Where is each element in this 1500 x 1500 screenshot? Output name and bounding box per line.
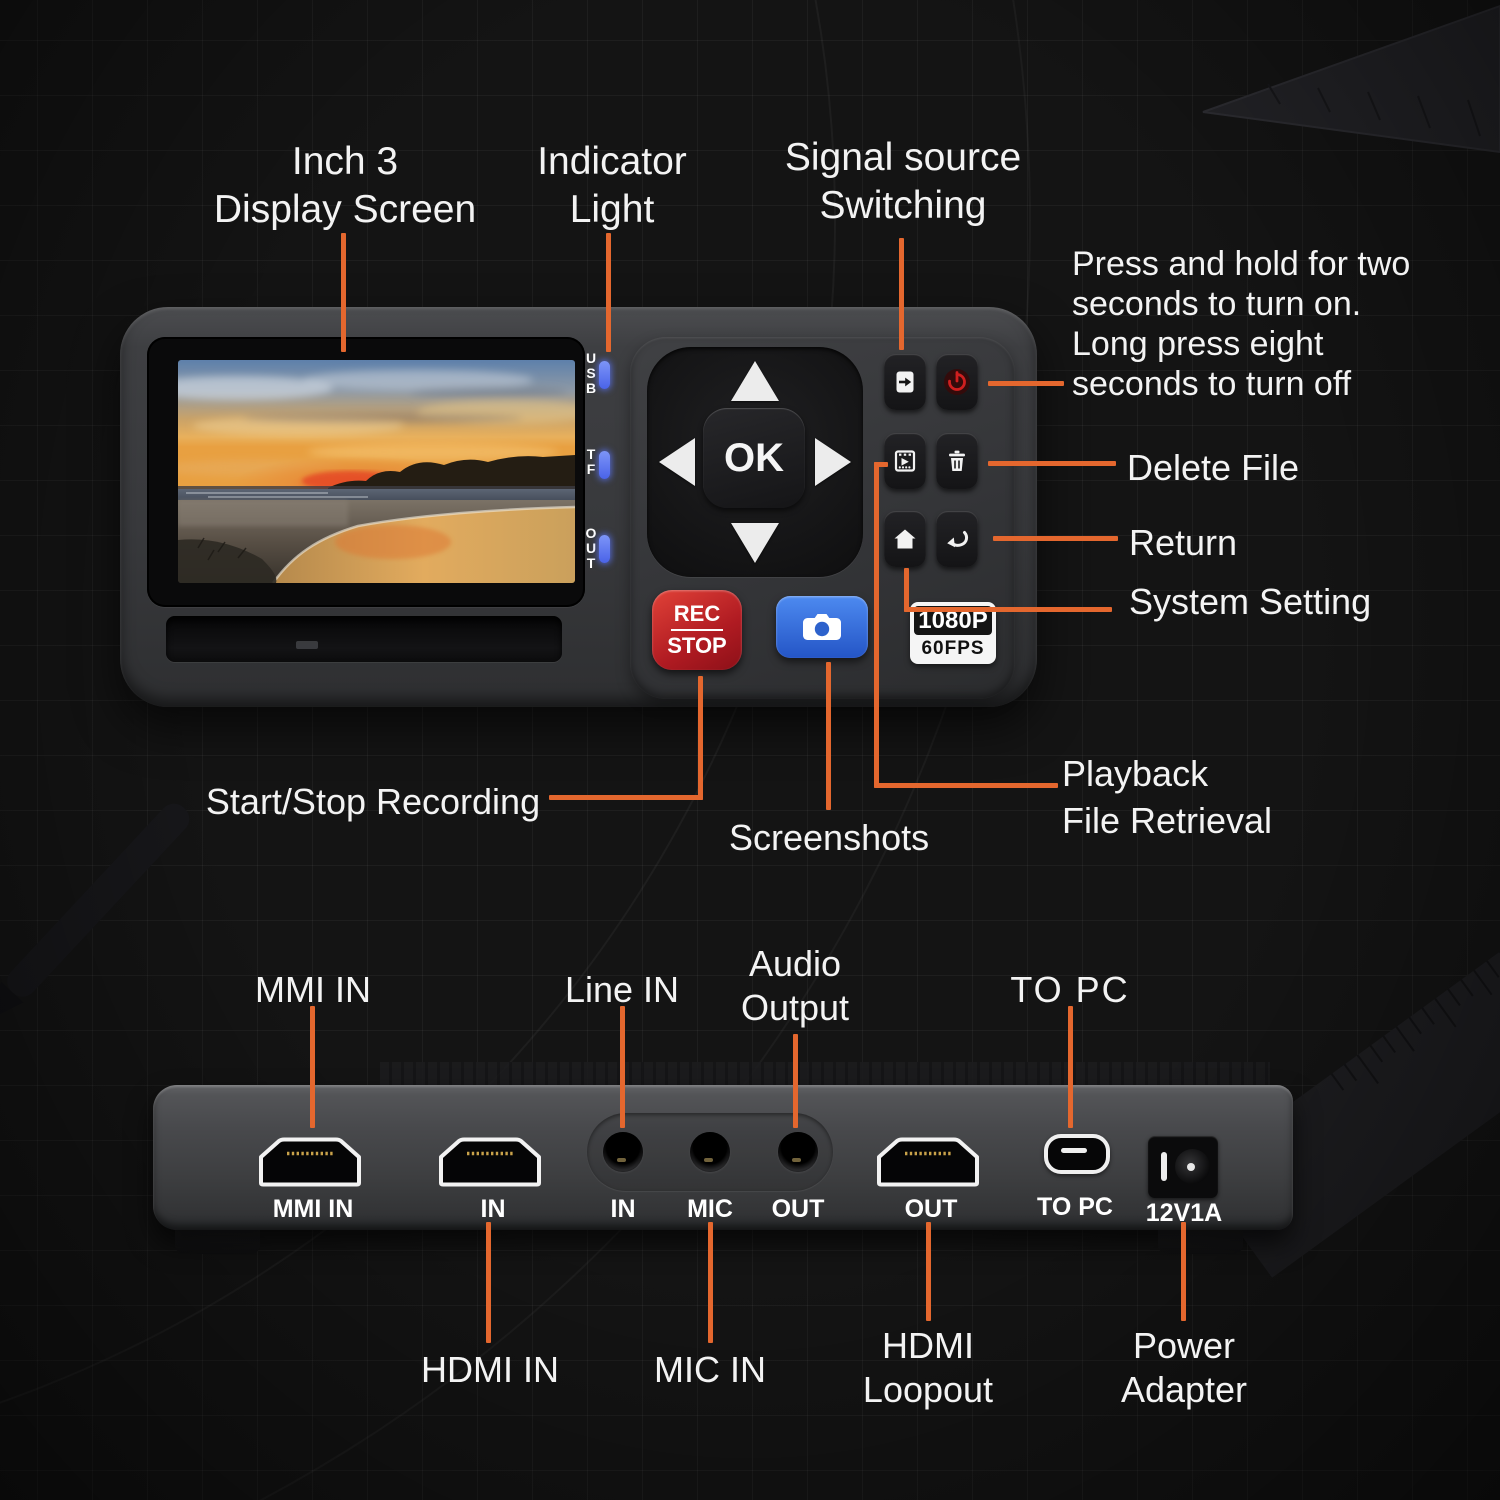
control-panel: OK (630, 337, 1015, 699)
label-delete-file: Delete File (1127, 447, 1300, 488)
down-arrow-button[interactable] (731, 523, 779, 563)
rec-divider (671, 629, 723, 631)
film-play-icon (894, 450, 916, 472)
power-button[interactable] (936, 354, 978, 410)
dc-pin-mark (1161, 1152, 1167, 1181)
mic-jack (690, 1132, 730, 1172)
callout-line-display (341, 233, 346, 352)
callout-line-record-v (698, 676, 703, 800)
return-button[interactable] (936, 511, 978, 567)
label-indicator-light: Indicator Light (537, 140, 687, 231)
set-square-ruler (1202, 4, 1500, 154)
dc-barrel (1175, 1149, 1210, 1184)
playback-button[interactable] (884, 433, 926, 489)
label-hdmi-loopout: HDMI Loopout (862, 1325, 994, 1410)
callout-line-return (993, 536, 1118, 541)
left-arrow-button[interactable] (659, 438, 695, 486)
home-button[interactable] (884, 511, 926, 567)
sunset-beach-image (178, 360, 575, 583)
usb-led-label: USB (585, 350, 597, 396)
out-led-label: OUT (585, 525, 597, 571)
delete-button[interactable] (936, 433, 978, 489)
callout-line-mic-in (708, 1222, 713, 1343)
callout-line-screenshots (826, 662, 831, 810)
callout-line-system-h (904, 607, 1112, 612)
label-audio-output: Audio Output (740, 943, 850, 1028)
label-hdmi-in: HDMI IN (421, 1349, 559, 1390)
callout-line-to-pc (1068, 1006, 1073, 1128)
label-line-in: Line IN (564, 969, 680, 1010)
brand-logo (296, 641, 318, 649)
usb-to-pc-port (1044, 1134, 1110, 1174)
usb-led (599, 361, 610, 389)
ok-button[interactable]: OK (703, 408, 805, 508)
display-screen (178, 360, 575, 583)
callout-line-playback-h (874, 783, 1058, 788)
label-return: Return (1129, 522, 1238, 563)
line-in-jack (603, 1132, 643, 1172)
speaker-slot (166, 616, 562, 662)
label-record: Start/Stop Recording (205, 781, 541, 822)
callout-line-delete (988, 461, 1116, 466)
back-arrow-icon (947, 531, 969, 548)
tf-led-label: TF (586, 446, 596, 477)
port-label-audio-in: IN (610, 1195, 636, 1223)
label-mmi-in: MMI IN (255, 969, 371, 1010)
port-label-hdmi-in: IN (480, 1195, 506, 1223)
label-screenshots: Screenshots (729, 817, 930, 858)
home-icon (894, 529, 916, 549)
label-power-adapter: Power Adapter (1120, 1325, 1248, 1410)
pen (0, 803, 190, 1022)
callout-line-audio-out (793, 1034, 798, 1128)
enter-arrow-icon (896, 371, 914, 393)
hdmi-port-in (439, 1137, 541, 1187)
label-signal-source: Signal source Switching (784, 136, 1022, 227)
device-foot (1158, 1228, 1243, 1254)
trash-icon (949, 450, 965, 471)
port-label-mic: MIC (687, 1195, 733, 1223)
callout-line-mmi (310, 1006, 315, 1128)
device-foot (175, 1228, 260, 1254)
callout-line-indicator (606, 233, 611, 352)
label-to-pc: TO PC (1010, 969, 1130, 1010)
callout-line-loopout (926, 1222, 931, 1321)
callout-line-system-v (904, 568, 909, 612)
dc-center-pin (1187, 1163, 1195, 1171)
label-playback: Playback File Retrieval (1062, 753, 1273, 841)
signal-source-button[interactable] (884, 354, 926, 410)
port-label-mmi-in: MMI IN (272, 1195, 354, 1223)
stop-label: STOP (667, 633, 727, 658)
callout-line-playback-v (874, 462, 879, 788)
capture-device-front: USB TF OUT OK (120, 307, 1037, 707)
up-arrow-button[interactable] (731, 361, 779, 401)
port-label-hdmi-out: OUT (904, 1195, 958, 1223)
port-label-to-pc: TO PC (1037, 1193, 1113, 1221)
rec-label: REC (673, 601, 721, 626)
callout-line-line-in (620, 1006, 625, 1128)
display-screen-bezel (147, 337, 585, 607)
camera-icon (803, 614, 841, 640)
badge-60fps: 60FPS (921, 638, 985, 659)
screenshot-button[interactable] (776, 596, 868, 658)
dc-power-jack (1148, 1136, 1218, 1198)
label-mic-in: MIC IN (654, 1349, 766, 1390)
label-system-setting: System Setting (1129, 581, 1372, 622)
callout-line-adapter (1181, 1222, 1186, 1321)
hdmi-port-mmi-in (259, 1137, 361, 1187)
d-pad: OK (647, 347, 863, 577)
hdmi-port-out (877, 1137, 979, 1187)
callout-line-power (988, 381, 1064, 386)
usb-port-tongue (1061, 1148, 1087, 1153)
power-icon (944, 369, 970, 395)
callout-line-hdmi-in (486, 1222, 491, 1343)
record-stop-button[interactable]: REC STOP (652, 590, 742, 670)
callout-line-signal (899, 238, 904, 350)
label-power-note: Press and hold for two seconds to turn o… (1072, 245, 1411, 403)
right-arrow-button[interactable] (815, 438, 851, 486)
tf-led (599, 451, 610, 479)
audio-out-jack (778, 1132, 818, 1172)
out-led (599, 535, 610, 563)
port-label-audio-out: OUT (771, 1195, 825, 1223)
capture-device-rear: MMI IN IN IN MIC OUT OUT TO PC 12V1A (153, 1085, 1293, 1230)
